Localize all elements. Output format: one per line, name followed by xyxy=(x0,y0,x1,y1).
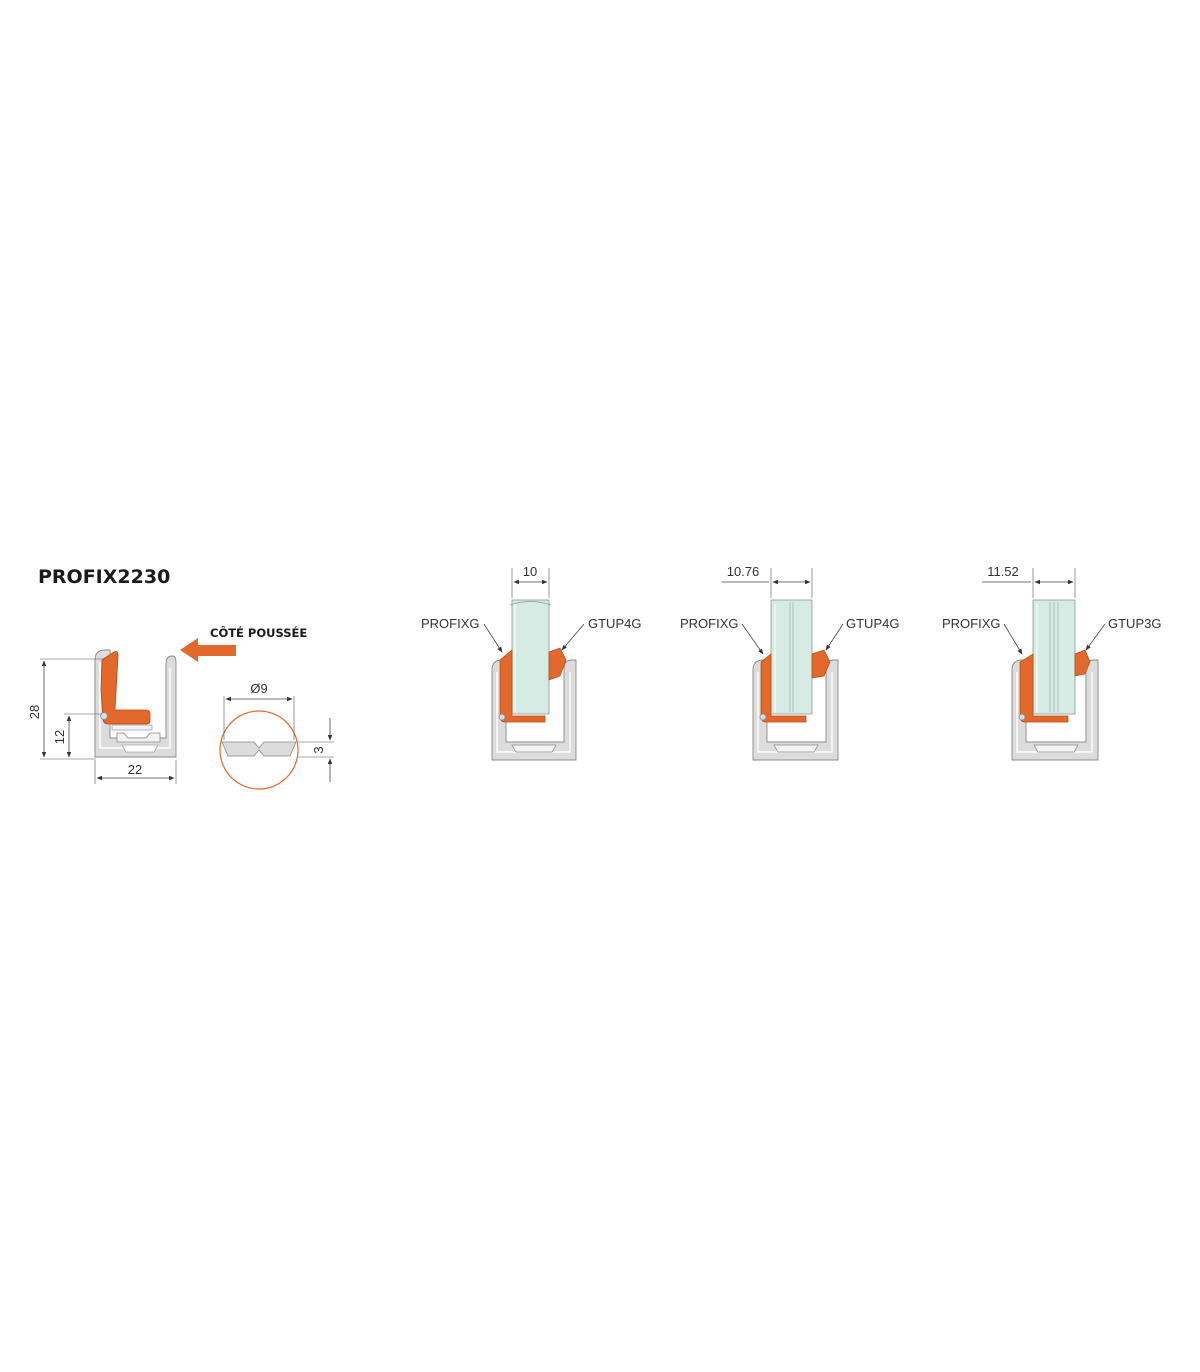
gasket-detail-circle xyxy=(219,710,299,790)
push-side-indicator: CÔTÉ POUSSÉE xyxy=(180,625,307,662)
label-left-part: PROFIXG xyxy=(942,616,1001,631)
dim-glass-thickness: 10.76 xyxy=(727,564,760,579)
gasket-hook xyxy=(100,712,108,720)
dim-gasket-height: 3 xyxy=(311,746,326,753)
dim-diameter: Ø9 xyxy=(250,681,267,696)
dim-glass-thickness: 11.52 xyxy=(987,564,1019,579)
push-arrow-icon xyxy=(180,638,236,662)
dim-glass-thickness: 10 xyxy=(523,564,537,579)
gtup4g-gasket xyxy=(811,649,831,679)
page-title: PROFIX2230 xyxy=(38,566,170,588)
gasket-seat xyxy=(111,724,153,731)
gasket-cross-section xyxy=(221,741,297,757)
label-right-part: GTUP4G xyxy=(588,616,641,631)
profile-channel-ridge xyxy=(121,744,159,753)
assembly-channel xyxy=(773,744,819,753)
dim-height-12: 12 xyxy=(52,730,67,744)
assembly-10: 10 PROFIXG GTUP4G xyxy=(421,564,641,761)
glass-panel xyxy=(770,599,813,715)
label-left-part: PROFIXG xyxy=(680,616,739,631)
gasket-detail: Ø9 3 xyxy=(219,681,334,790)
gtup3g-gasket xyxy=(1074,649,1091,677)
label-right-part: GTUP3G xyxy=(1108,616,1161,631)
profile-channel xyxy=(116,732,161,743)
label-left-part: PROFIXG xyxy=(421,616,480,631)
dim-width-22: 22 xyxy=(128,762,142,777)
assembly-channel xyxy=(1033,744,1079,753)
profixg-gasket xyxy=(100,651,151,725)
dim-height-28: 28 xyxy=(27,705,42,719)
profile-section: 28 12 22 xyxy=(27,649,177,784)
assembly-10-76: 10.76 PROFIXG GTUP4G xyxy=(680,564,899,761)
push-side-label: CÔTÉ POUSSÉE xyxy=(210,625,307,640)
label-right-part: GTUP4G xyxy=(846,616,899,631)
gtup4g-gasket xyxy=(548,647,567,681)
assembly-channel xyxy=(511,744,557,753)
assembly-11-52: 11.52 PROFIXG GTUP3G xyxy=(942,564,1161,761)
glass-panel xyxy=(511,599,550,715)
